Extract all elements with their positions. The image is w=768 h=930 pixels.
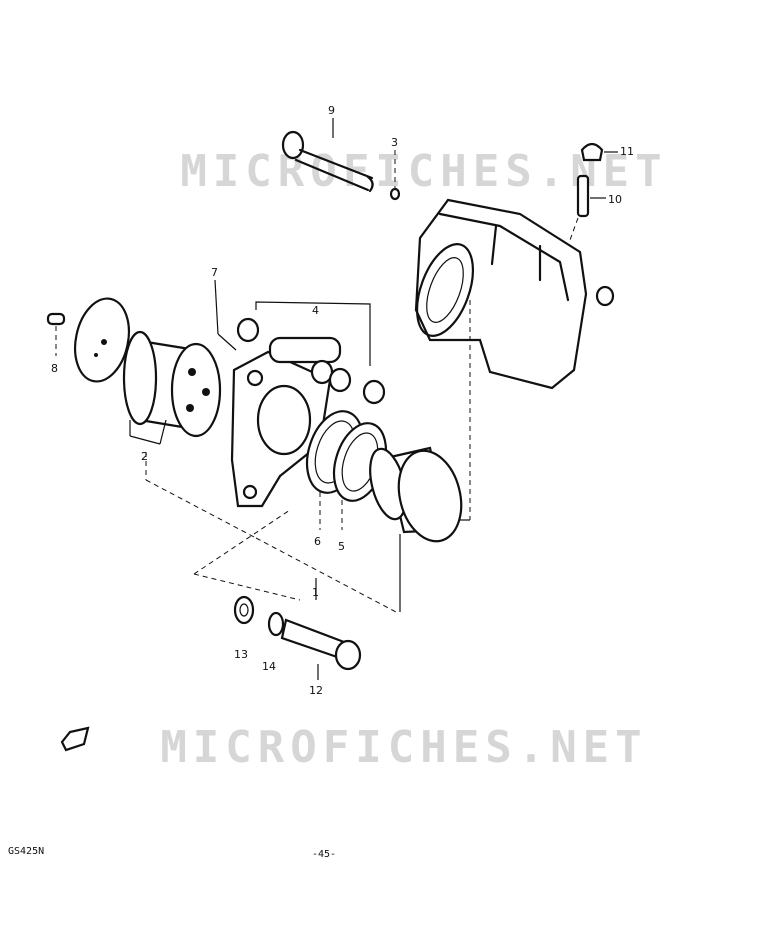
part-10-bleeder-valve	[569, 174, 606, 241]
page-number: -45-	[312, 849, 337, 860]
callout-7: 7	[211, 266, 218, 279]
callout-8: 8	[51, 362, 58, 375]
part-3-o-ring	[389, 150, 401, 201]
part-14-ring	[267, 611, 285, 637]
callout-6: 6	[314, 535, 321, 548]
front-arrow-icon	[60, 726, 90, 752]
model-code: GS425N	[8, 846, 45, 857]
callout-13: 13	[234, 648, 248, 661]
callout-12: 12	[309, 684, 323, 697]
assembly-lines	[145, 452, 397, 613]
part-11-bleeder-cap	[580, 142, 618, 162]
piston	[369, 446, 463, 612]
watermark-bottom: MICROFICHES.NET	[160, 722, 648, 773]
part-9-pin-bolt	[281, 118, 374, 193]
part-13-washer	[233, 595, 255, 625]
callout-5: 5	[338, 540, 345, 553]
callout-2: 2	[141, 450, 148, 463]
callout-14: 14	[262, 660, 276, 673]
callout-3: 3	[391, 136, 398, 149]
callout-4: 4	[312, 304, 319, 317]
callout-10: 10	[608, 193, 622, 206]
part-4-bushings	[236, 301, 386, 405]
part-12-bolt	[280, 618, 362, 680]
part-7-bracket	[214, 279, 332, 508]
dust-cover-disc	[74, 297, 130, 383]
caliper-housing	[414, 198, 615, 521]
callout-9: 9	[328, 104, 335, 117]
callout-1: 1	[312, 586, 319, 599]
part-2-cylinder	[122, 330, 222, 445]
part-8-bolt	[46, 312, 66, 356]
callout-11: 11	[620, 145, 634, 158]
